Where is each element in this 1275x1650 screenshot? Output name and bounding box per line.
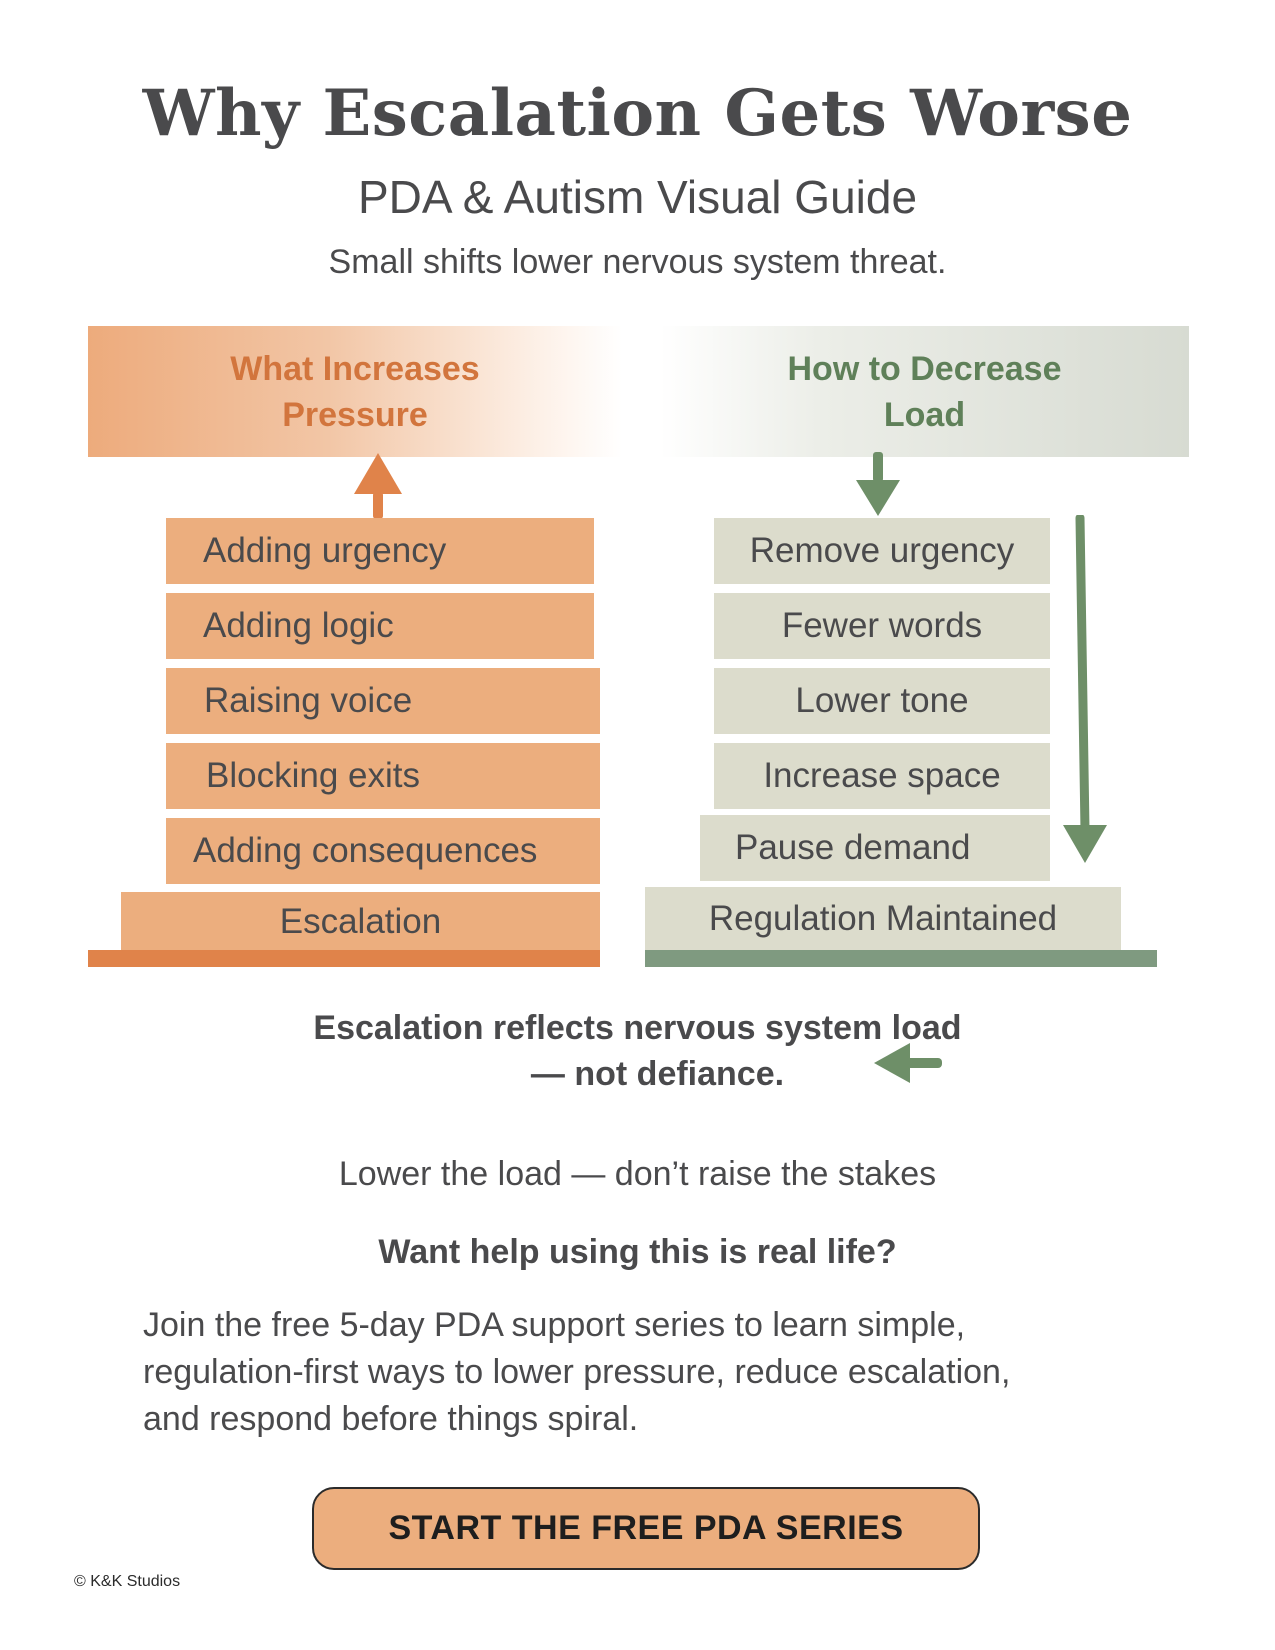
list-item: Adding urgency (166, 518, 594, 584)
increase-pressure-header-line2: Pressure (282, 395, 428, 434)
start-series-button[interactable]: START THE FREE PDA SERIES (312, 1487, 980, 1570)
item-label: Remove urgency (749, 531, 1015, 570)
arrow-up-icon (354, 453, 402, 519)
item-label: Adding consequences (193, 831, 538, 870)
page-subtitle: PDA & Autism Visual Guide (357, 171, 918, 223)
tagline: Small shifts lower nervous system threat… (328, 243, 947, 281)
list-item: Adding consequences (166, 818, 600, 884)
list-item: Remove urgency (714, 518, 1050, 584)
item-label: Pause demand (735, 828, 971, 867)
item-label: Lower tone (795, 681, 969, 720)
key-message-line1: Escalation reflects nervous system load (313, 1009, 962, 1047)
key-message: Escalation reflects nervous system load … (0, 1005, 1275, 1097)
decrease-load-header-line1: How to Decrease (787, 349, 1062, 388)
join-description: Join the free 5-day PDA support series t… (143, 1302, 1163, 1443)
left-base-bar (88, 950, 600, 967)
copyright-text: © K&K Studios (74, 1573, 181, 1590)
arrow-left-icon (874, 1043, 942, 1083)
item-label: Raising voice (204, 681, 413, 720)
long-arrow-down-icon (1063, 515, 1107, 863)
list-item: Adding logic (166, 593, 594, 659)
item-label: Adding logic (203, 606, 394, 645)
list-item: Raising voice (166, 668, 600, 734)
list-item: Blocking exits (166, 743, 600, 809)
key-message-line2: — not defiance. (530, 1055, 785, 1093)
regulation-base: Regulation Maintained (645, 887, 1121, 951)
regulation-label: Regulation Maintained (708, 899, 1058, 938)
item-label: Increase space (763, 756, 1001, 795)
item-label: Blocking exits (206, 756, 420, 795)
decrease-load-header: How to Decrease Load (660, 326, 1189, 457)
decrease-load-header-line2: Load (883, 395, 966, 434)
page-title: Why Escalation Gets Worse (142, 76, 1133, 151)
join-line: regulation-first ways to lower pressure,… (143, 1353, 1011, 1391)
escalation-base: Escalation (121, 892, 600, 951)
list-item: Increase space (714, 743, 1050, 809)
list-item: Lower tone (714, 668, 1050, 734)
escalation-label: Escalation (279, 901, 442, 941)
right-base-bar (645, 950, 1157, 967)
list-item: Pause demand (700, 815, 1050, 881)
join-line: Join the free 5-day PDA support series t… (143, 1306, 966, 1344)
help-question: Want help using this is real life? (378, 1233, 897, 1271)
item-label: Fewer words (781, 606, 983, 645)
list-item: Fewer words (714, 593, 1050, 659)
arrow-down-icon (856, 452, 900, 516)
item-label: Adding urgency (203, 531, 447, 570)
increase-pressure-header: What Increases Pressure (88, 326, 622, 457)
lower-load-text: Lower the load — don’t raise the stakes (338, 1155, 937, 1193)
join-line: and respond before things spiral. (143, 1400, 639, 1438)
increase-pressure-header-line1: What Increases (230, 349, 480, 388)
